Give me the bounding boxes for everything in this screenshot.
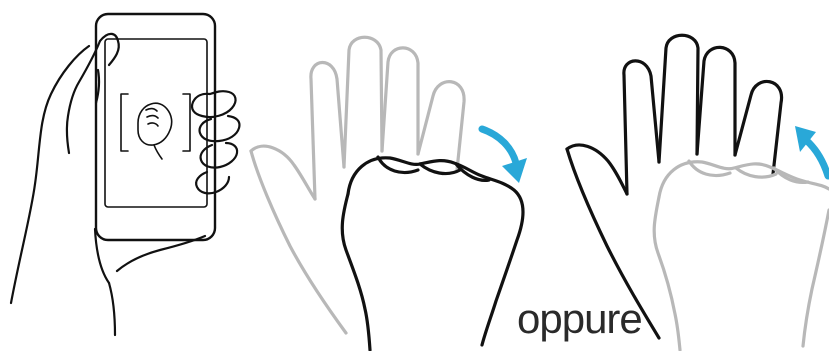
curved-arrow-up-icon [795, 126, 828, 176]
curved-arrow-down-icon [482, 129, 527, 183]
fist-gesture-icon [121, 94, 190, 159]
open-hand-gray-icon [251, 37, 464, 333]
hand-holding-phone-icon [11, 34, 205, 335]
closed-fist-gray-icon [654, 161, 829, 350]
smartphone-icon [96, 14, 239, 240]
separator-label: oppure [517, 298, 642, 340]
closed-fist-dark-icon [342, 157, 523, 350]
open-hand-dark-icon [567, 35, 782, 338]
